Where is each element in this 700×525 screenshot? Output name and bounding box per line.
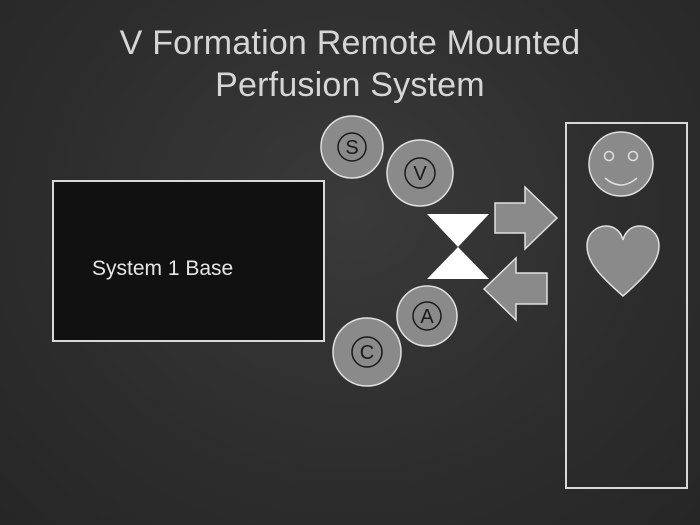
system-base-label: System 1 Base bbox=[92, 257, 234, 280]
circle-c: C bbox=[332, 317, 402, 387]
circle-s: S bbox=[320, 115, 384, 179]
circle-v-label: V bbox=[413, 163, 427, 185]
slide-title: V Formation Remote Mounted Perfusion Sys… bbox=[0, 22, 700, 106]
circle-a-label: A bbox=[420, 306, 434, 328]
circle-a: A bbox=[396, 285, 458, 347]
title-line-2: Perfusion System bbox=[215, 66, 485, 104]
circle-s-label: S bbox=[345, 137, 358, 159]
hourglass-valve-icon bbox=[427, 214, 489, 279]
system-base-box: System 1 Base bbox=[52, 180, 325, 342]
smiley-icon bbox=[588, 131, 654, 197]
circle-c-label: C bbox=[360, 342, 374, 364]
arrow-left-icon bbox=[482, 256, 548, 322]
circle-v: V bbox=[386, 139, 454, 207]
patient-box bbox=[565, 122, 688, 489]
arrow-right-icon bbox=[494, 185, 559, 251]
heart-icon bbox=[586, 225, 660, 297]
title-line-1: V Formation Remote Mounted bbox=[119, 24, 581, 62]
